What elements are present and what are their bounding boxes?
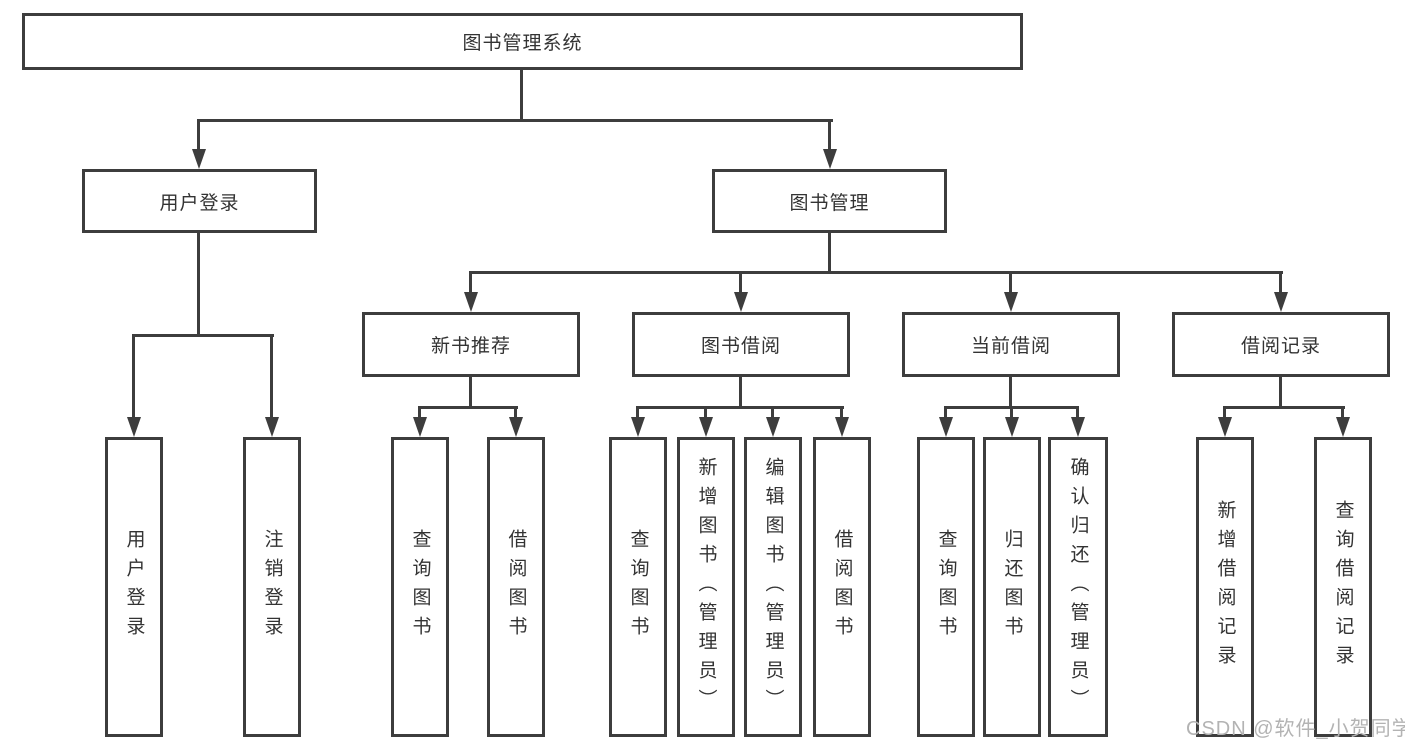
leaf-label: 新增借阅记录 — [1214, 500, 1236, 674]
leaf-label: 借阅图书 — [831, 529, 853, 645]
leaf-query-books-current: 查询图书 — [917, 437, 975, 737]
leaf-label: 编辑图书（管理员） — [762, 456, 784, 718]
node-book-borrow: 图书借阅 — [632, 312, 850, 377]
connector-line — [704, 406, 707, 419]
arrow-down-icon — [192, 149, 206, 169]
leaf-label: 借阅图书 — [505, 529, 527, 645]
node-label: 新书推荐 — [430, 336, 511, 357]
leaf-label: 查询图书 — [935, 529, 957, 645]
connector-line — [418, 406, 421, 419]
arrow-down-icon — [1274, 292, 1288, 312]
leaf-label: 查询借阅记录 — [1332, 500, 1354, 674]
node-current-borrow: 当前借阅 — [902, 312, 1120, 377]
connector-line — [1279, 377, 1282, 408]
leaf-confirm-return-admin: 确认归还（管理员） — [1048, 437, 1108, 737]
connector-line — [1009, 377, 1012, 408]
node-library-management-system: 图书管理系统 — [22, 13, 1023, 70]
connector-line — [739, 271, 742, 295]
node-label: 借阅记录 — [1240, 336, 1321, 357]
arrow-down-icon — [631, 417, 645, 437]
leaf-logout: 注销登录 — [243, 437, 301, 737]
connector-line — [197, 119, 200, 151]
node-borrow-record: 借阅记录 — [1172, 312, 1390, 377]
leaf-query-borrow-record: 查询借阅记录 — [1314, 437, 1372, 737]
connector-line — [469, 377, 472, 408]
connector-line — [739, 377, 742, 408]
arrow-down-icon — [1071, 417, 1085, 437]
arrow-down-icon — [1004, 292, 1018, 312]
connector-line — [469, 271, 1283, 274]
arrow-down-icon — [823, 149, 837, 169]
connector-line — [132, 334, 135, 419]
arrow-down-icon — [1218, 417, 1232, 437]
leaf-label: 新增图书（管理员） — [695, 456, 717, 718]
connector-line — [771, 406, 774, 419]
arrow-down-icon — [1005, 417, 1019, 437]
arrow-down-icon — [464, 292, 478, 312]
node-label: 用户登录 — [159, 192, 240, 214]
leaf-label: 归还图书 — [1001, 529, 1023, 645]
connector-line — [197, 119, 833, 122]
arrow-down-icon — [265, 417, 279, 437]
connector-line — [132, 334, 274, 337]
arrow-down-icon — [1336, 417, 1350, 437]
leaf-query-books: 查询图书 — [609, 437, 667, 737]
connector-line — [514, 406, 517, 419]
arrow-down-icon — [939, 417, 953, 437]
connector-line — [197, 233, 200, 336]
connector-line — [520, 70, 523, 122]
node-user-login: 用户登录 — [82, 169, 317, 233]
leaf-label: 注销登录 — [261, 529, 283, 645]
arrow-down-icon — [699, 417, 713, 437]
connector-line — [944, 406, 947, 419]
connector-line — [469, 271, 472, 295]
connector-line — [1076, 406, 1079, 419]
node-label: 当前借阅 — [970, 336, 1051, 357]
node-book-management: 图书管理 — [712, 169, 947, 233]
connector-line — [1223, 406, 1345, 409]
connector-line — [636, 406, 639, 419]
arrow-down-icon — [734, 292, 748, 312]
leaf-label: 用户登录 — [123, 529, 145, 645]
leaf-user-login: 用户登录 — [105, 437, 163, 737]
connector-line — [270, 334, 273, 419]
leaf-add-borrow-record: 新增借阅记录 — [1196, 437, 1254, 737]
leaf-borrow-books: 借阅图书 — [813, 437, 871, 737]
connector-line — [1010, 406, 1013, 419]
leaf-query-books-recommend: 查询图书 — [391, 437, 449, 737]
arrow-down-icon — [509, 417, 523, 437]
leaf-label: 查询图书 — [627, 529, 649, 645]
leaf-return-books: 归还图书 — [983, 437, 1041, 737]
leaf-borrow-books-recommend: 借阅图书 — [487, 437, 545, 737]
leaf-label: 确认归还（管理员） — [1067, 456, 1089, 718]
node-label: 图书借阅 — [700, 336, 781, 357]
leaf-add-books-admin: 新增图书（管理员） — [677, 437, 735, 737]
connector-line — [418, 406, 518, 409]
leaf-label: 查询图书 — [409, 529, 431, 645]
connector-line — [1279, 271, 1282, 295]
arrow-down-icon — [766, 417, 780, 437]
leaf-edit-books-admin: 编辑图书（管理员） — [744, 437, 802, 737]
connector-line — [636, 406, 844, 409]
connector-line — [1341, 406, 1344, 419]
connector-line — [828, 119, 831, 151]
node-label: 图书管理 — [789, 192, 870, 214]
connector-line — [828, 233, 831, 273]
node-new-book-recommend: 新书推荐 — [362, 312, 580, 377]
arrow-down-icon — [127, 417, 141, 437]
arrow-down-icon — [413, 417, 427, 437]
connector-line — [840, 406, 843, 419]
connector-line — [1223, 406, 1226, 419]
connector-line — [1009, 271, 1012, 295]
arrow-down-icon — [835, 417, 849, 437]
csdn-watermark: CSDN @软件_小贺同学 — [1186, 718, 1405, 740]
node-label: 图书管理系统 — [462, 33, 583, 54]
